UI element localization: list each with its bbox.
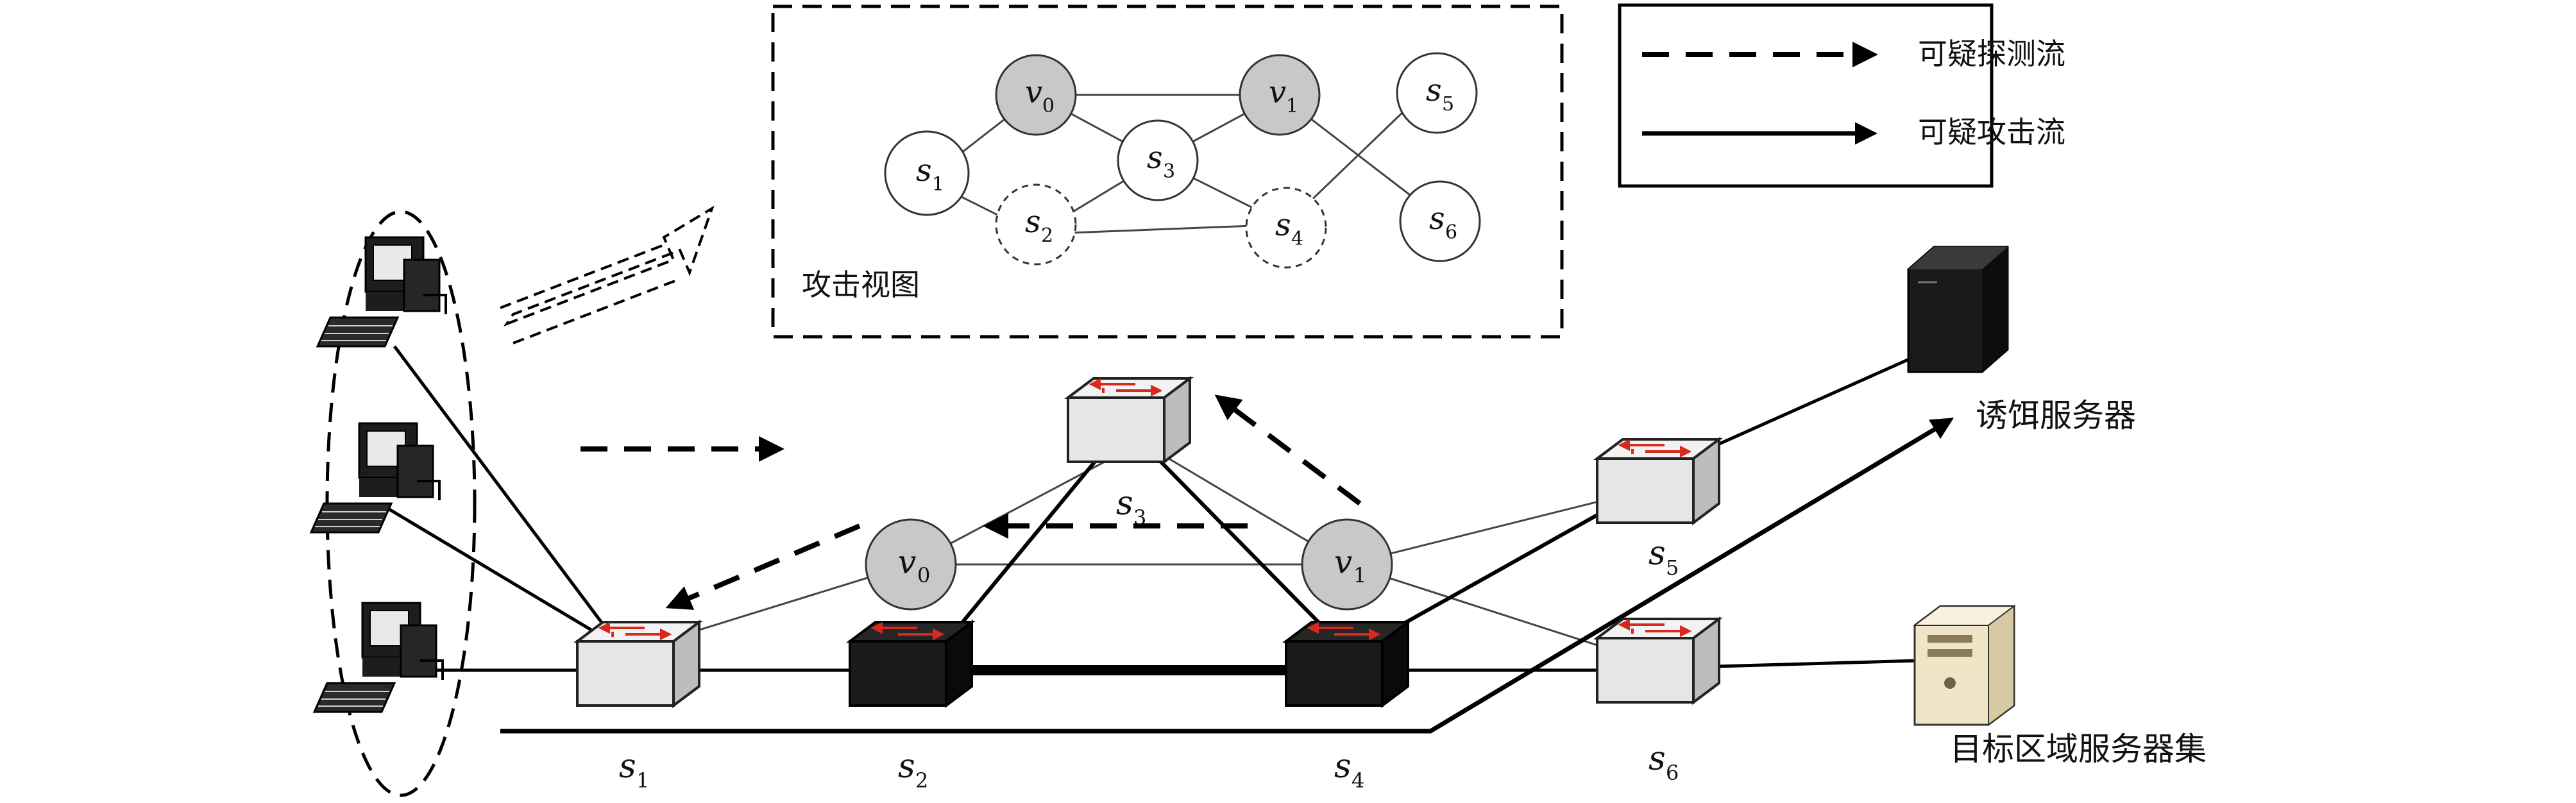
legend-attack-label: 可疑攻击流 xyxy=(1918,115,2065,149)
svg-text:s: s xyxy=(1116,484,1133,523)
svg-text:6: 6 xyxy=(1445,221,1457,244)
switch-s6-icon xyxy=(1596,618,1720,704)
attack-view-node-s1: s 1 xyxy=(884,130,970,216)
switch-label-s4: s 4 xyxy=(1334,747,1364,793)
virtual-node-v1: v 1 xyxy=(1301,518,1393,611)
attack-view-caption: 攻击视图 xyxy=(802,267,920,302)
virtual-node-v0: v 0 xyxy=(865,518,957,611)
svg-text:5: 5 xyxy=(1666,555,1679,580)
thin-links xyxy=(641,441,1656,665)
svg-text:1: 1 xyxy=(1353,563,1366,587)
svg-text:s: s xyxy=(1648,740,1666,778)
attack-view-node-v1: v 1 xyxy=(1239,54,1321,136)
svg-text:4: 4 xyxy=(1291,228,1303,250)
svg-text:5: 5 xyxy=(1442,93,1454,115)
switch-label-s3: s 3 xyxy=(1116,484,1146,530)
switch-s1-icon xyxy=(576,621,700,707)
svg-text:6: 6 xyxy=(1666,761,1679,785)
svg-text:v: v xyxy=(1025,74,1042,110)
attack-view-node-v0: v 0 xyxy=(995,54,1077,136)
switch-s4-icon xyxy=(1285,621,1409,707)
attack-view-node-s6: s 6 xyxy=(1399,180,1481,262)
svg-text:s: s xyxy=(1147,140,1163,176)
attack-view-node-s3: s 3 xyxy=(1117,119,1199,201)
svg-text:3: 3 xyxy=(1133,505,1146,530)
svg-text:2: 2 xyxy=(915,768,928,793)
svg-text:s: s xyxy=(1429,201,1445,237)
svg-text:s: s xyxy=(898,747,915,786)
switch-s3-icon xyxy=(1067,377,1191,463)
svg-text:s: s xyxy=(1648,534,1666,573)
attack-view-node-s5: s 5 xyxy=(1396,52,1478,134)
svg-text:s: s xyxy=(619,747,636,786)
svg-text:1: 1 xyxy=(932,173,944,196)
svg-text:4: 4 xyxy=(1352,768,1364,793)
switch-label-s2: s 2 xyxy=(898,747,928,793)
attack-view-node-s2: s 2 xyxy=(995,183,1077,266)
svg-text:1: 1 xyxy=(1286,95,1298,117)
svg-text:s: s xyxy=(1275,207,1291,243)
svg-text:v: v xyxy=(1334,543,1352,580)
legend: 可疑探测流 可疑攻击流 xyxy=(1618,3,2065,188)
target-server-icon xyxy=(1913,605,2016,726)
svg-text:s: s xyxy=(1334,747,1352,786)
svg-text:2: 2 xyxy=(1041,224,1053,247)
target-servers-label: 目标区域服务器集 xyxy=(1950,731,2207,768)
probe-flow-arrows xyxy=(580,394,1362,610)
attack-view-panel: v 0 v 1 s 1 s 2 s 3 s 4 s xyxy=(771,4,1564,339)
host-computer-icon xyxy=(316,236,447,348)
attack-flow-arrow xyxy=(500,418,1954,734)
hollow-arrow-icon xyxy=(500,205,715,344)
svg-text:3: 3 xyxy=(1163,160,1175,183)
svg-text:0: 0 xyxy=(917,563,930,587)
svg-text:v: v xyxy=(898,543,916,580)
svg-text:s: s xyxy=(1025,204,1041,240)
switch-label-s1: s 1 xyxy=(619,747,649,793)
attack-view-node-s4: s 4 xyxy=(1245,187,1327,269)
legend-probe-label: 可疑探测流 xyxy=(1918,37,2065,71)
svg-text:v: v xyxy=(1269,74,1286,110)
switch-label-s6: s 6 xyxy=(1648,740,1679,785)
svg-text:s: s xyxy=(916,153,932,189)
decoy-server-icon xyxy=(1907,246,2009,373)
svg-text:1: 1 xyxy=(636,768,649,793)
svg-text:s: s xyxy=(1426,72,1442,108)
switch-label-s5: s 5 xyxy=(1648,534,1679,580)
switch-s2-icon xyxy=(849,621,973,707)
svg-text:0: 0 xyxy=(1042,95,1055,117)
physical-links xyxy=(384,345,1932,675)
decoy-server-label: 诱饵服务器 xyxy=(1976,397,2136,434)
switch-s5-icon xyxy=(1596,438,1720,524)
